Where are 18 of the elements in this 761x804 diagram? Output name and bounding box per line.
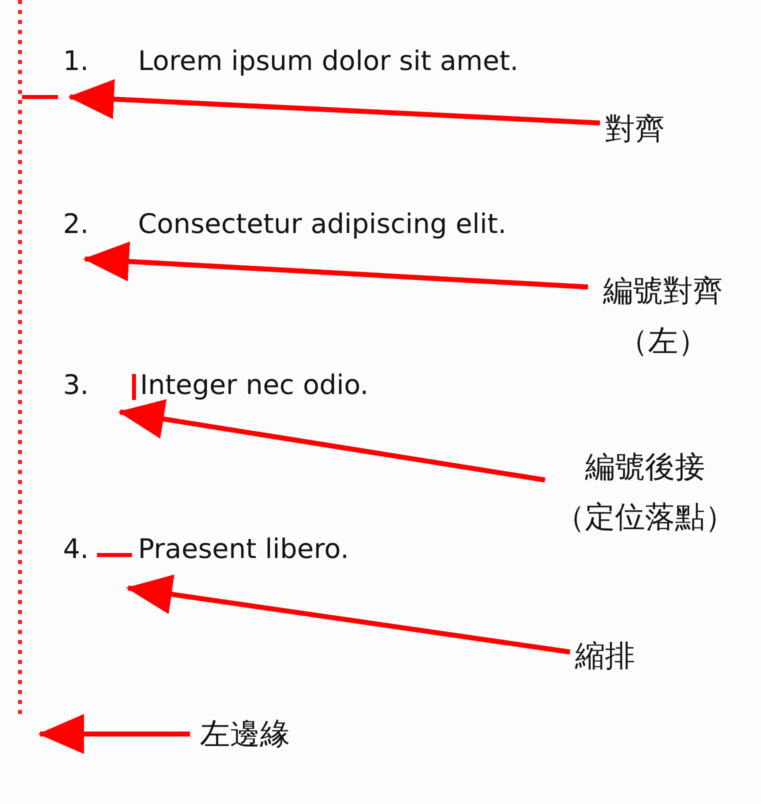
arrow xyxy=(83,241,588,290)
arrow xyxy=(68,79,600,126)
list-item-text: Lorem ipsum dolor sit amet. xyxy=(138,45,519,79)
list-item-text: Integer nec odio. xyxy=(140,369,369,403)
list-number: 4. xyxy=(63,533,89,567)
arrow xyxy=(38,714,190,754)
list-item-text: Consectetur adipiscing elit. xyxy=(138,208,506,242)
list-number: 3. xyxy=(63,369,89,403)
list-number: 1. xyxy=(63,45,89,79)
arrow xyxy=(126,574,570,654)
list-number: 2. xyxy=(63,208,89,242)
list-item-text: Praesent libero. xyxy=(138,533,349,567)
arrow xyxy=(118,399,546,482)
callout-label: 縮排 xyxy=(570,632,640,682)
callout-label: 左邊緣 xyxy=(190,710,300,760)
callout-label: 編號對齊（左） xyxy=(588,267,738,367)
callout-label: 對齊 xyxy=(600,105,670,155)
callout-label: 編號後接（定位落點） xyxy=(545,443,745,543)
